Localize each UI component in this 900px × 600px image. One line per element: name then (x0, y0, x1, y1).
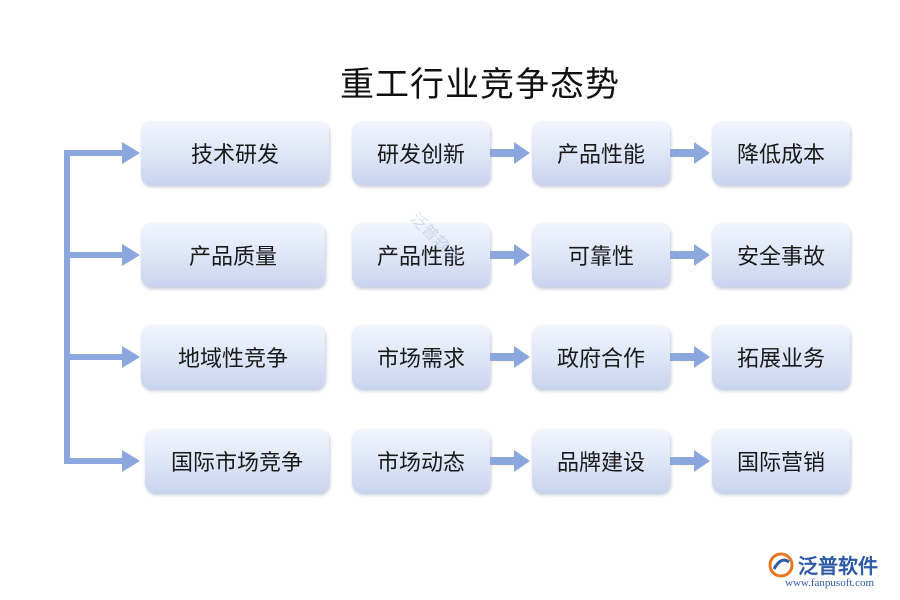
flow-arrow-4-2 (670, 450, 710, 472)
brand-logo: 泛普软件 (768, 550, 878, 579)
step-box-4-3: 国际营销 (712, 429, 850, 493)
flow-arrow-1-1 (490, 142, 530, 164)
vertical-connector-line (64, 153, 70, 461)
flow-arrow-3-2 (670, 346, 710, 368)
flow-arrow-2-1 (490, 244, 530, 266)
step-box-2-3: 安全事故 (712, 223, 850, 287)
flow-arrow-3-1 (490, 346, 530, 368)
step-box-3-2: 政府合作 (532, 325, 670, 389)
branch-arrow-2 (64, 244, 140, 266)
factor-box-3: 地域性竞争 (141, 325, 325, 389)
branch-arrow-4 (64, 450, 140, 472)
step-box-2-1: 产品性能 (352, 223, 490, 287)
branch-arrow-3 (64, 346, 140, 368)
diagram-title: 重工行业竞争态势 (340, 65, 620, 105)
brand-logo-icon (768, 552, 794, 577)
brand-name: 泛普软件 (798, 554, 878, 578)
step-box-1-1: 研发创新 (352, 121, 490, 185)
step-box-1-3: 降低成本 (712, 121, 850, 185)
step-box-3-1: 市场需求 (352, 325, 490, 389)
step-box-3-3: 拓展业务 (712, 325, 850, 389)
step-box-1-2: 产品性能 (532, 121, 670, 185)
flow-arrow-1-2 (670, 142, 710, 164)
flow-arrow-2-2 (670, 244, 710, 266)
step-box-2-2: 可靠性 (532, 223, 670, 287)
branch-arrow-1 (64, 142, 140, 164)
factor-box-1: 技术研发 (141, 121, 329, 185)
brand-url: www.fanpusoft.com (785, 577, 875, 589)
step-box-4-1: 市场动态 (352, 429, 490, 493)
step-box-4-2: 品牌建设 (532, 429, 670, 493)
factor-box-2: 产品质量 (141, 223, 325, 287)
factor-box-4: 国际市场竞争 (145, 429, 329, 493)
flow-arrow-4-1 (490, 450, 530, 472)
